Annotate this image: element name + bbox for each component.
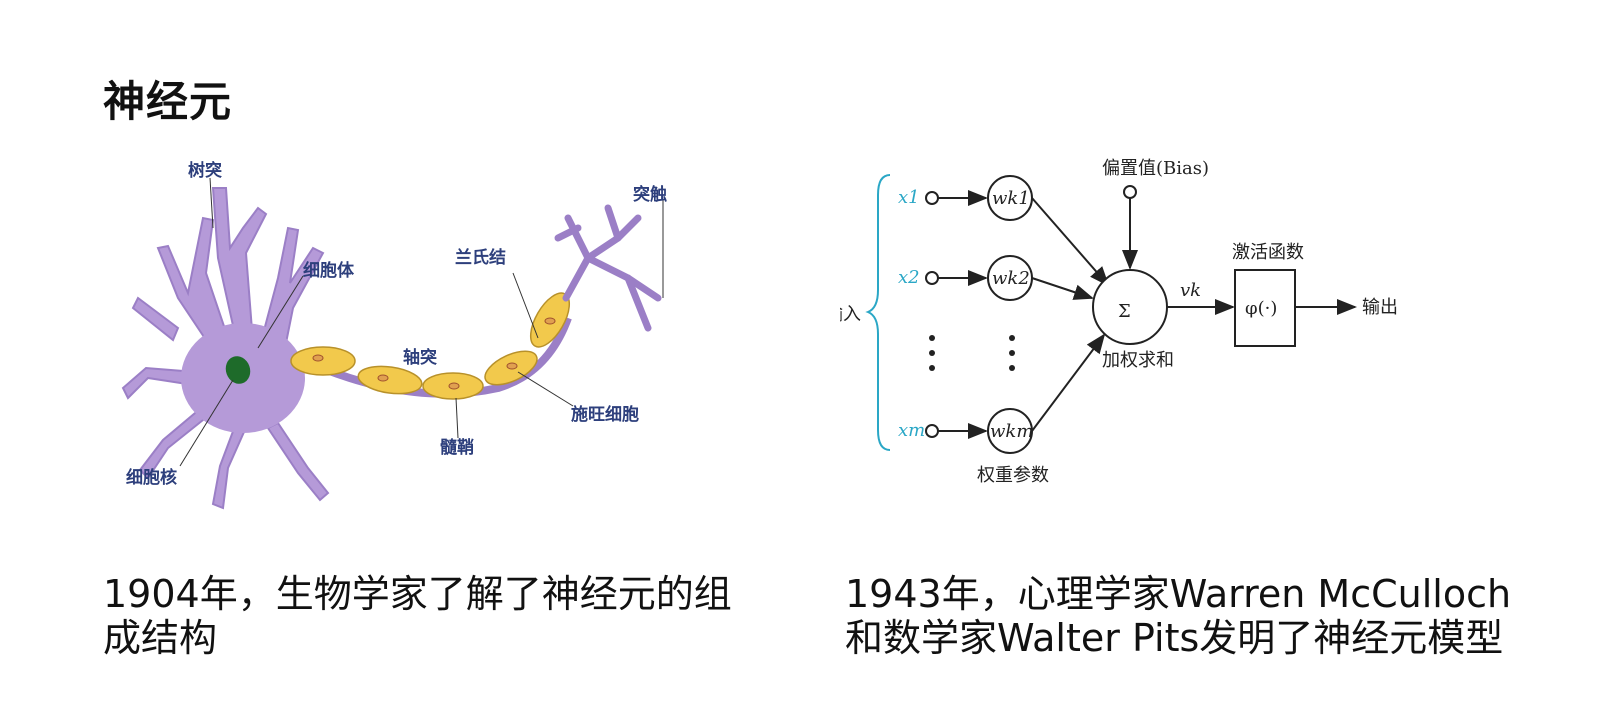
output-var: vk bbox=[1180, 280, 1201, 301]
caption-left: 1904年，生物学家了解了神经元的组成结构 bbox=[103, 572, 732, 660]
input-x1: x1 bbox=[898, 187, 920, 208]
label-synapse: 突触 bbox=[633, 184, 667, 205]
weight-wkm: wkm bbox=[990, 421, 1033, 442]
weight-wk1: wk1 bbox=[992, 188, 1030, 209]
axon-line bbox=[296, 316, 572, 398]
label-myelin: 髓鞘 bbox=[440, 437, 474, 458]
caption-right: 1943年，心理学家Warren McCulloch 和数学家Walter Pi… bbox=[845, 572, 1545, 660]
activation-label: 激活函数 bbox=[1232, 242, 1304, 263]
input-x2: x2 bbox=[898, 267, 920, 288]
label-nucleus: 细胞核 bbox=[126, 467, 177, 488]
output-label: 输出 bbox=[1362, 297, 1398, 318]
dendrites bbox=[121, 187, 330, 510]
neuron-model-diagram: 输入 x1 x2 xm wk1 wk2 wkm 偏置值(Bias) Σ 加权求和… bbox=[840, 158, 1398, 486]
input-label: 输入 bbox=[840, 304, 861, 325]
input-xm: xm bbox=[898, 420, 925, 441]
caption-right-line2: 和数学家Walter Pits发明了神经元模型 bbox=[845, 616, 1504, 660]
caption-right-line1: 1943年，心理学家Warren McCulloch bbox=[845, 572, 1512, 616]
axon-terminals bbox=[554, 204, 662, 332]
weight-wk2: wk2 bbox=[992, 268, 1030, 289]
sum-symbol: Σ bbox=[1118, 301, 1131, 322]
bias-label: 偏置值(Bias) bbox=[1102, 158, 1209, 179]
label-axon: 轴突 bbox=[403, 347, 437, 368]
weight-params-label: 权重参数 bbox=[977, 465, 1049, 486]
page-title: 神经元 bbox=[103, 77, 233, 126]
activation-symbol: φ(·) bbox=[1245, 298, 1277, 319]
sum-label: 加权求和 bbox=[1102, 350, 1174, 371]
input-brace bbox=[865, 174, 891, 451]
label-dendrite: 树突 bbox=[188, 160, 222, 181]
label-node-of-ranvier: 兰氏结 bbox=[455, 247, 506, 268]
neuron-illustration: 树突 突触 细胞体 兰氏结 轴突 施旺细胞 髓鞘 细胞核 bbox=[121, 160, 667, 510]
nucleus bbox=[225, 356, 251, 384]
label-cell-body: 细胞体 bbox=[303, 260, 355, 281]
label-schwann-cell: 施旺细胞 bbox=[571, 404, 639, 425]
